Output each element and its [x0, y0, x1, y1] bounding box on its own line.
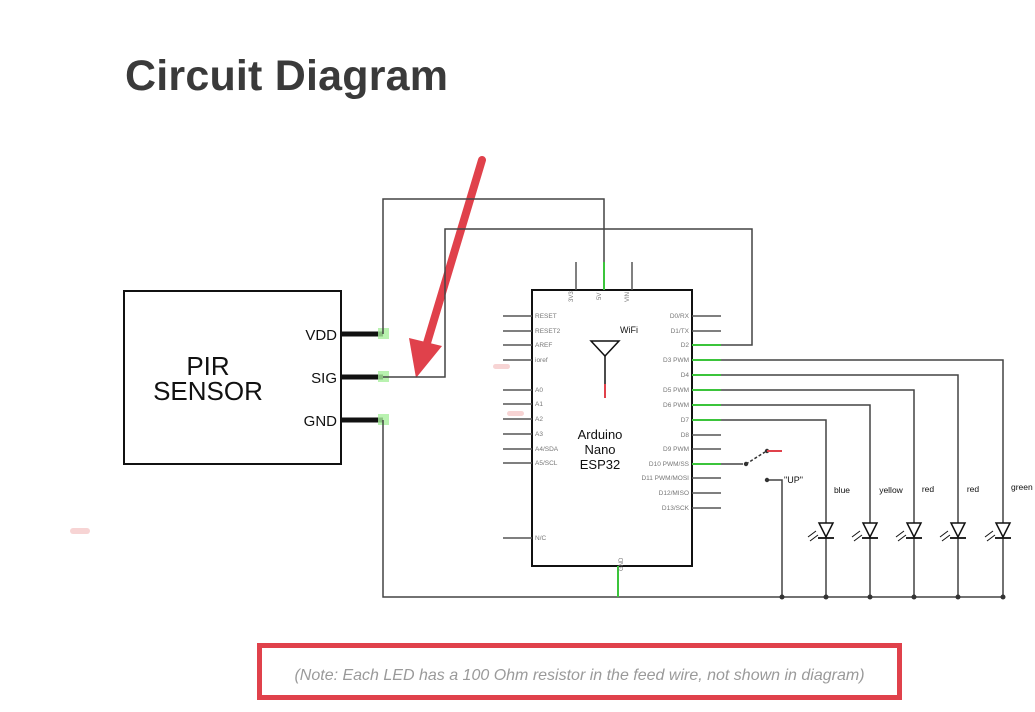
pin-nc: N/C	[535, 535, 547, 542]
pin-reset: RESET	[535, 313, 557, 320]
pir-sensor-label-line2: SENSOR	[153, 376, 263, 406]
pin-a5-scl: A5/SCL	[535, 460, 558, 467]
pin-d2: D2	[681, 342, 690, 349]
pin-a4-sda: A4/SDA	[535, 446, 559, 453]
note-box: (Note: Each LED has a 100 Ohm resistor i…	[257, 643, 902, 700]
pin-a3: A3	[535, 431, 543, 438]
note-text: (Note: Each LED has a 100 Ohm resistor i…	[294, 667, 865, 684]
pin-a2: A2	[535, 416, 543, 423]
callout-arrow	[409, 156, 486, 378]
led-label-yellow: yellow	[879, 485, 903, 495]
switch-label: "UP"	[784, 475, 803, 485]
faint-marks	[70, 364, 524, 534]
pir-pin-sig: SIG	[311, 370, 337, 387]
pir-pin-vdd: VDD	[305, 327, 337, 344]
pin-d4: D4	[681, 372, 690, 379]
board-name-line2: Nano	[584, 442, 615, 457]
pin-d11: D11 PWM/MOSI	[641, 475, 689, 482]
pin-d13: D13/SCK	[662, 505, 690, 512]
pin-d6: D6 PWM	[663, 402, 689, 409]
pin-reset2: RESET2	[535, 328, 561, 335]
led-label-blue: blue	[834, 485, 850, 495]
antenna-icon	[589, 340, 621, 398]
pin-d3: D3 PWM	[663, 357, 689, 364]
board-name-line3: ESP32	[580, 457, 620, 472]
pin-d7: D7	[681, 417, 690, 424]
pin-vin: VIN	[625, 292, 631, 302]
board-name-line1: Arduino	[578, 427, 623, 442]
board-right-pins	[692, 315, 721, 509]
board-top-pins: 3V3 5V VIN	[569, 262, 633, 302]
led-red-2: red	[939, 484, 980, 542]
junction-dots	[779, 594, 1006, 600]
pin-d12: D12/MISO	[659, 490, 689, 497]
led-red-1: red	[895, 484, 935, 542]
pin-d5: D5 PWM	[663, 387, 689, 394]
pir-pin-gnd: GND	[304, 413, 338, 430]
page-title: Circuit Diagram	[125, 52, 449, 100]
switch-symbol: "UP"	[743, 448, 803, 485]
arduino-board: Arduino Nano ESP32 WiFi 3V3 5V VIN	[503, 262, 721, 597]
pir-sensor-label-line1: PIR	[186, 351, 229, 381]
pin-a1: A1	[535, 401, 543, 408]
pin-a0: A0	[535, 387, 543, 394]
pin-d8: D8	[681, 432, 690, 439]
pin-gnd: GND	[619, 557, 625, 571]
pin-5v: 5V	[597, 293, 603, 300]
pir-sensor: PIR SENSOR VDD SIG GND	[123, 290, 389, 465]
led-green: green	[984, 482, 1033, 542]
led-label-red-1: red	[922, 484, 935, 494]
pin-d0: D0/RX	[670, 313, 690, 320]
pin-aref: AREF	[535, 342, 552, 349]
pir-sensor-body	[123, 290, 342, 465]
led-yellow: yellow	[851, 485, 904, 542]
pin-3v3: 3V3	[569, 291, 575, 302]
wifi-label: WiFi	[620, 325, 638, 335]
arduino-board-body	[531, 289, 693, 567]
pin-d1: D1/TX	[671, 328, 690, 335]
led-label-green: green	[1011, 482, 1033, 492]
pin-d9: D9 PWM	[663, 446, 689, 453]
led-label-red-2: red	[967, 484, 980, 494]
pin-ioref: ioref	[535, 357, 548, 364]
pin-d10: D10 PWM/SS	[649, 461, 690, 468]
led-blue: blue	[807, 485, 850, 542]
board-left-pins	[503, 315, 532, 539]
